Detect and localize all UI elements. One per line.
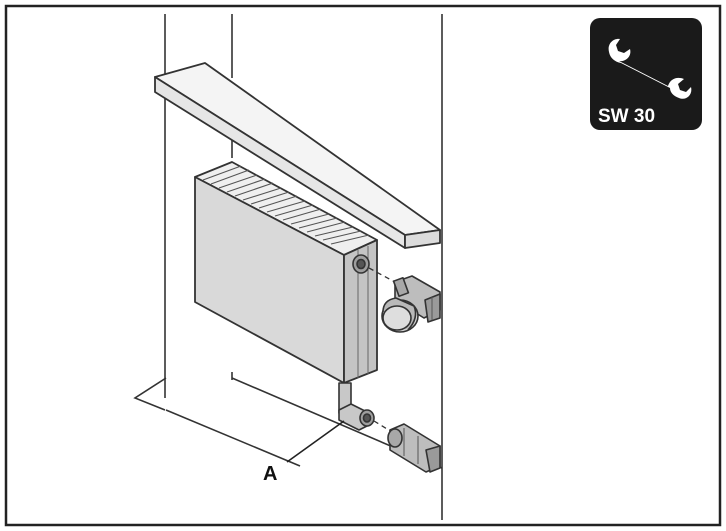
upper-valve-assembly <box>352 254 441 333</box>
lower-pipe-assembly <box>338 382 441 473</box>
callout-a: A <box>263 420 345 485</box>
callout-leader-line <box>286 420 345 463</box>
shelf <box>154 62 441 249</box>
thermostat-head-icon <box>381 297 419 333</box>
lower-dashed-guide <box>373 420 393 433</box>
tool-badge: SW 30 <box>590 18 702 130</box>
upper-dashed-guide <box>368 267 396 283</box>
radiator-side-panel <box>343 239 378 384</box>
wrench-icon <box>608 38 692 99</box>
grille-slats <box>202 165 370 245</box>
radiator <box>194 161 378 384</box>
tool-size-label: SW 30 <box>598 106 655 127</box>
callout-label: A <box>263 463 277 485</box>
